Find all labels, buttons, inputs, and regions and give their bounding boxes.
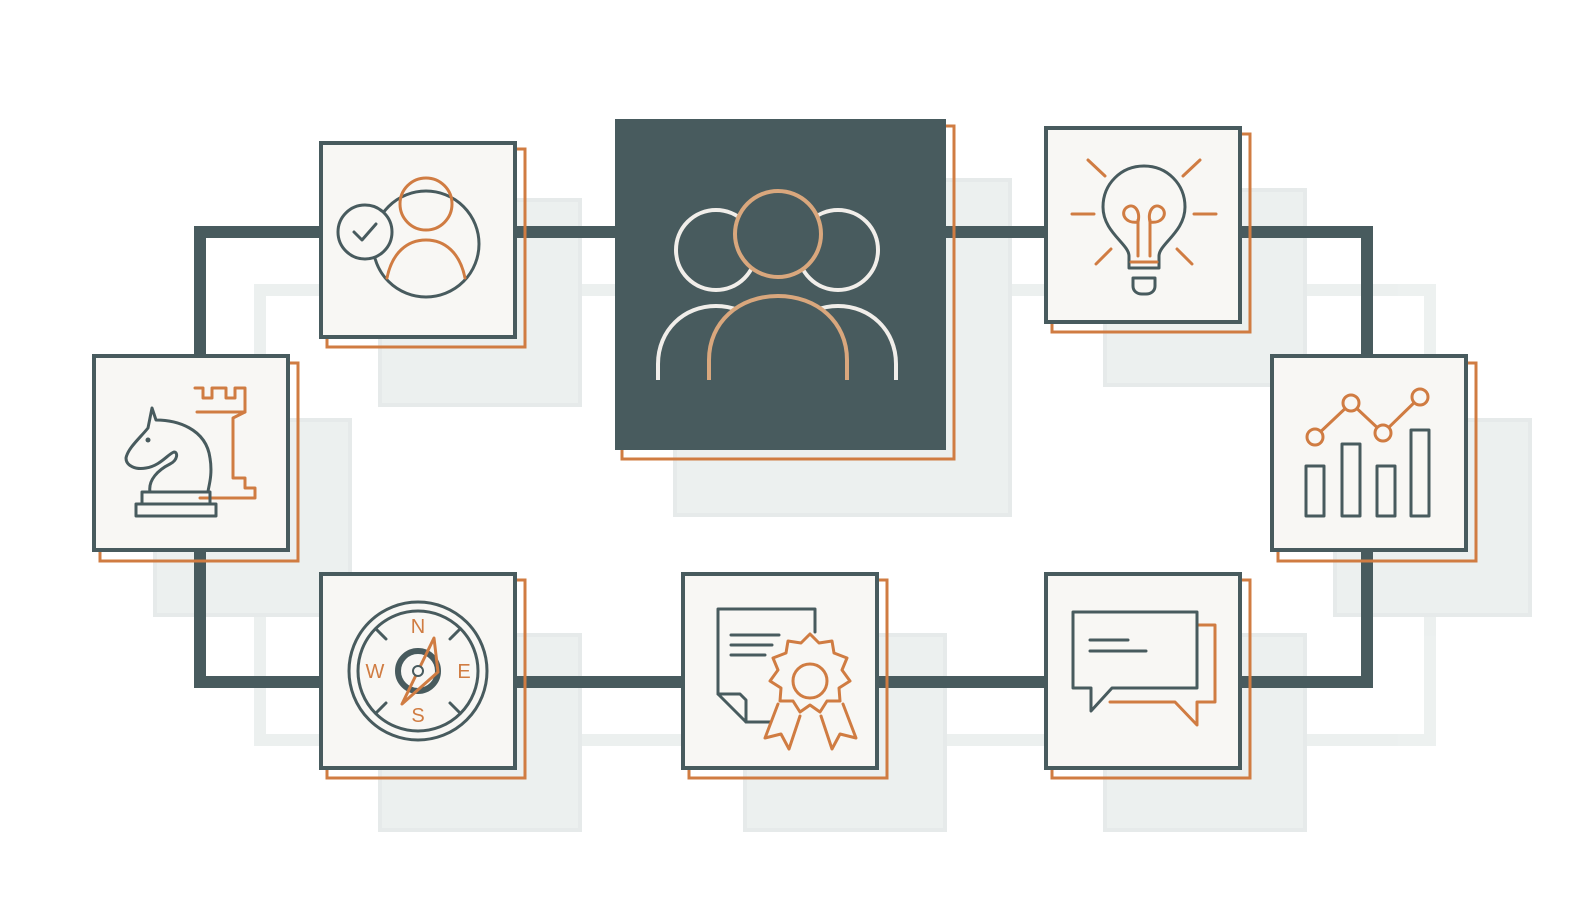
chat-bubbles-icon [1071, 610, 1217, 727]
node-ideas [1044, 126, 1252, 334]
node-accent-frame [98, 361, 300, 563]
node-accent-frame [1050, 578, 1252, 780]
node-analytics [1270, 354, 1478, 563]
bar-line-chart-icon [1304, 387, 1431, 518]
chess-pieces-icon [124, 386, 257, 518]
node-accent-frame [325, 147, 527, 349]
connector-line [194, 226, 320, 356]
node-tile [1044, 572, 1242, 770]
node-tile [92, 354, 290, 552]
connector-line [1240, 550, 1373, 688]
node-accent-frame [1276, 361, 1478, 563]
node-accent-frame [1050, 132, 1252, 334]
certificate-award-icon [716, 607, 858, 751]
node-tile [681, 572, 879, 770]
node-tile [319, 572, 517, 770]
node-certificate [681, 572, 889, 780]
connector-loop [194, 226, 1373, 688]
connector-line [194, 550, 320, 688]
node-strategy [92, 354, 300, 563]
verified-user-icon [336, 176, 481, 299]
node-tile [615, 119, 946, 450]
team-icon [656, 189, 898, 380]
compass-east-label: E [457, 661, 470, 683]
node-discussion [1044, 572, 1252, 780]
node-accent-frame [687, 578, 889, 780]
compass-icon: N S W E [347, 600, 489, 742]
node-accent-frame [325, 578, 527, 780]
node-tile [1270, 354, 1468, 552]
compass-west-label: W [366, 661, 385, 683]
lightbulb-icon [1070, 158, 1218, 296]
connector-line [1240, 226, 1373, 356]
node-team [615, 119, 956, 461]
compass-south-label: S [411, 705, 424, 727]
node-tile [1044, 126, 1242, 324]
node-accent-frame [620, 124, 956, 461]
compass-north-label: N [411, 616, 425, 638]
node-verified-user [319, 141, 527, 349]
node-navigation: N S W E [319, 572, 527, 780]
